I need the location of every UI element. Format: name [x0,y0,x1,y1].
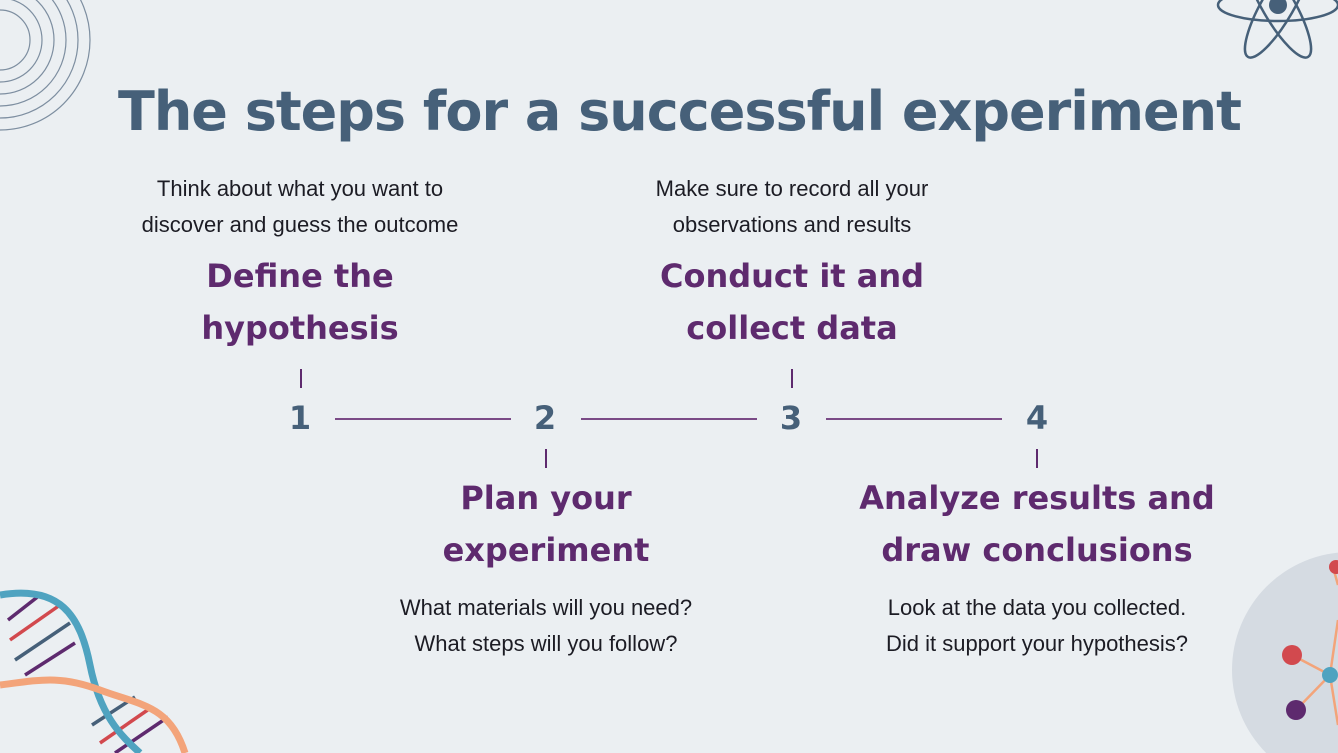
timeline-line-1-2 [335,418,511,420]
step-4-description: Look at the data you collected. Did it s… [885,595,1189,656]
step-3-heading: Conduct it and collect data [659,257,925,347]
timeline-line-2-3 [581,418,757,420]
step-4-heading: Analyze results and draw conclusions [859,479,1215,569]
step-3-connector [791,369,793,388]
step-2-description: What materials will you need? What steps… [399,595,693,656]
step-4-number: 4 [1025,399,1049,437]
step-1-connector [300,369,302,388]
step-4-connector [1036,449,1038,468]
molecule-icon [1232,552,1338,753]
step-2-heading: Plan your experiment [442,479,650,569]
timeline-line-3-4 [826,418,1002,420]
step-2-connector [545,449,547,468]
step-3-number: 3 [779,399,803,437]
step-1-number: 1 [288,399,312,437]
step-2-number: 2 [533,399,557,437]
dna-helix-icon [0,589,189,753]
concentric-circles-icon [0,0,91,131]
step-1-heading: Define the hypothesis [201,257,399,347]
page-title: The steps for a successful experiment [118,80,1242,143]
step-1-description: Think about what you want to discover an… [141,176,459,237]
atom-icon [1216,0,1338,59]
step-3-description: Make sure to record all your observation… [655,176,929,237]
